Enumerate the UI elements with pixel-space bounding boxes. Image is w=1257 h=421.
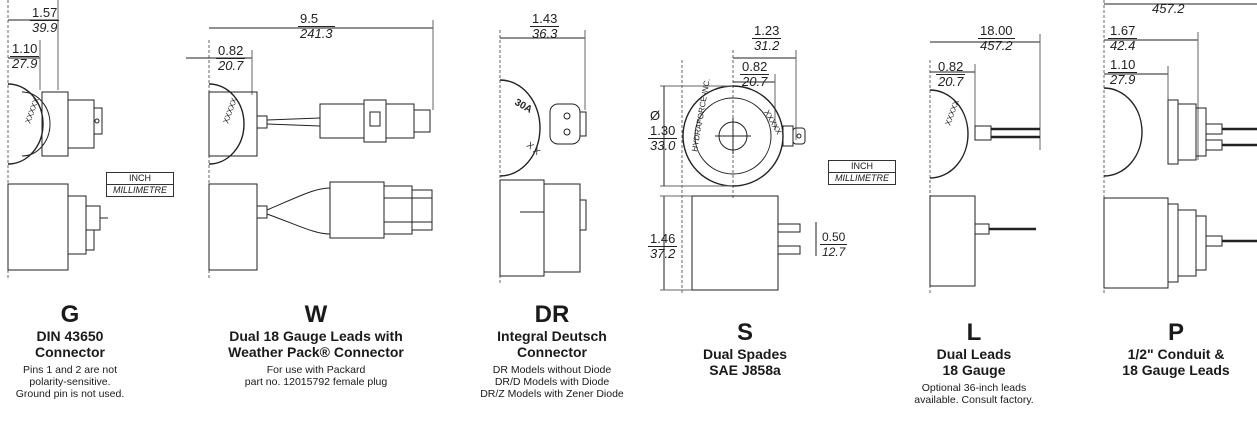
w-dim-1-mm: 241.3 <box>300 26 333 41</box>
title-dr-1: Integral Deutsch <box>497 328 607 344</box>
p-dim-2-mm: 42.4 <box>1110 38 1136 53</box>
p-dim-1: 457.2 <box>1150 2 1187 16</box>
p-connector-drawing <box>1103 0 1257 295</box>
s-connector-drawing <box>660 50 817 295</box>
code-l: L <box>966 319 982 346</box>
g-dim-2-inch: 1.10 <box>10 41 40 57</box>
title-w-2: Weather Pack® Connector <box>228 344 404 360</box>
title-w-1: Dual 18 Gauge Leads with <box>229 328 403 344</box>
g-connector-drawing <box>7 0 108 280</box>
title-p-1: 1/2" Conduit & <box>1127 346 1225 362</box>
title-g-1: DIN 43650 <box>36 328 104 344</box>
units-legend-mm: MILLIMETRE <box>834 173 889 183</box>
s-dim-5-mm: 12.7 <box>822 245 846 259</box>
w-dim-2-inch: 0.82 <box>216 43 246 59</box>
s-dim-4-mm: 37.2 <box>650 246 676 261</box>
title-s-1: Dual Spades <box>702 346 788 362</box>
code-s: S <box>736 319 753 346</box>
caption-l: L Dual Leads 18 Gauge Optional 36-inch l… <box>914 319 1034 407</box>
s-dim-3-mm: 33.0 <box>650 138 676 153</box>
s-dim-1-mm: 31.2 <box>754 38 780 53</box>
title-s-2: SAE J858a <box>709 362 781 378</box>
note-l-2: available. Consult factory. <box>914 394 1034 406</box>
l-coil-code: XXXXX <box>943 98 961 127</box>
code-g: G <box>60 301 80 328</box>
p-dim-3-mm: 27.9 <box>1110 72 1136 87</box>
code-dr: DR <box>534 301 570 328</box>
units-legend-inch: INCH <box>107 173 173 185</box>
note-dr-3: DR/Z Models with Zener Diode <box>480 388 624 400</box>
title-l-2: 18 Gauge <box>942 362 1006 378</box>
g-dim-2-mm: 27.9 <box>12 56 38 71</box>
title-l-1: Dual Leads <box>936 346 1012 362</box>
code-p: P <box>1167 319 1185 346</box>
g-coil-code: XXXXX <box>23 96 41 125</box>
l-connector-drawing <box>929 34 1041 295</box>
l-dim-1-mm: 457.2 <box>980 38 1013 53</box>
s-dim-1-inch: 1.23 <box>752 23 782 39</box>
dr-xx: X X <box>525 140 543 157</box>
caption-g: G DIN 43650 Connector Pins 1 and 2 are n… <box>15 301 125 401</box>
note-g-1: Pins 1 and 2 are not <box>23 364 117 376</box>
caption-dr: DR Integral Deutsch Connector DR Models … <box>480 301 624 401</box>
s-dim-2-inch: 0.82 <box>740 59 770 75</box>
l-dim-2-mm: 20.7 <box>938 74 964 89</box>
w-dim-2-mm: 20.7 <box>218 58 244 73</box>
note-dr-1: DR Models without Diode <box>492 364 612 376</box>
caption-s: S Dual Spades SAE J858a <box>702 319 788 379</box>
title-dr-2: Connector <box>517 344 587 360</box>
g-dim-1-mm: 39.9 <box>32 20 58 35</box>
s-ring-text: HYDRAFORCE INC. <box>690 78 712 153</box>
dr-dim-1-inch: 1.43 <box>530 11 560 27</box>
p-dim-1-mm: 457.2 <box>1152 1 1185 16</box>
s-dim-4-inch: 1.46 <box>648 231 678 247</box>
l-dim-2-inch: 0.82 <box>936 59 966 75</box>
s-diameter-symbol: Ø <box>650 108 661 123</box>
s-dim-3-inch: 1.30 <box>648 123 678 139</box>
p-dim-3-inch: 1.10 <box>1108 57 1138 73</box>
caption-w: W Dual 18 Gauge Leads with Weather Pack®… <box>228 301 404 389</box>
units-legend-inch: INCH <box>829 161 895 173</box>
dr-dim-1-mm: 36.3 <box>532 26 558 41</box>
note-l-1: Optional 36-inch leads <box>921 382 1027 394</box>
dr-connector-drawing <box>499 30 587 285</box>
w-coil-code: XXXXX <box>221 96 239 125</box>
s-dim-2-mm: 20.7 <box>742 74 768 89</box>
note-dr-2: DR/D Models with Diode <box>494 376 610 388</box>
note-g-3: Ground pin is not used. <box>15 388 125 400</box>
title-p-2: 18 Gauge Leads <box>1122 362 1230 378</box>
note-w-1: For use with Packard <box>266 364 366 376</box>
w-dim-1-inch: 9.5 <box>298 12 335 27</box>
note-w-2: part no. 12015792 female plug <box>244 376 388 388</box>
p-dim-2-inch: 1.67 <box>1108 23 1138 39</box>
s-dim-5-inch: 0.50 <box>820 230 848 245</box>
code-w: W <box>304 301 328 328</box>
g-dim-1-inch: 1.57 <box>30 5 60 21</box>
title-g-2: Connector <box>34 344 105 360</box>
l-dim-1-inch: 18.00 <box>978 23 1015 39</box>
note-g-2: polarity-sensitive. <box>29 376 111 388</box>
dr-code: 30A <box>513 97 534 116</box>
caption-p: P 1/2" Conduit & 18 Gauge Leads <box>1122 319 1230 379</box>
units-legend-mm: MILLIMETRE <box>112 185 167 195</box>
